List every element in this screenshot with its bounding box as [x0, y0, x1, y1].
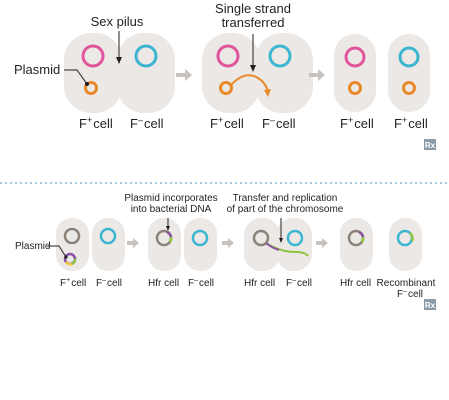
recombinant-label-2: F–cell	[397, 288, 423, 300]
chromosome-ring-pink	[216, 44, 240, 68]
plasmid-leader-dot	[64, 255, 68, 259]
f-plus-cell	[202, 33, 260, 113]
process-arrow	[309, 69, 325, 81]
process-arrow	[316, 238, 328, 248]
rx-badge-icon: Rx	[424, 139, 436, 150]
f-minus-cell	[117, 33, 175, 113]
cell-label: F+cell	[60, 277, 86, 289]
recombinant-label-1: Recombinant	[377, 278, 436, 289]
plasmid-leader-line	[64, 69, 88, 85]
plasmid-label: Plasmid	[15, 241, 51, 252]
integrated-plasmid-purple	[358, 230, 365, 238]
chromosome-ring-gray	[63, 227, 81, 245]
stageB-cells	[148, 218, 217, 271]
chromosome-ring-pink	[81, 44, 105, 68]
chromosome-ring-cyan	[268, 44, 292, 68]
process-arrow	[127, 238, 139, 248]
f-minus-cell	[255, 33, 313, 113]
svg-text:Rx: Rx	[425, 301, 436, 310]
integrated-plasmid-green	[360, 236, 365, 243]
incorporates-arrowhead	[166, 226, 170, 231]
plasmid-ring-orange	[348, 81, 362, 95]
stage3-cells	[334, 34, 430, 112]
chromosome-ring-cyan	[286, 229, 304, 247]
stageA-cells	[47, 218, 125, 271]
process-arrow	[176, 69, 192, 81]
chromosome-ring-pink	[344, 46, 366, 68]
cell-label: F+cell	[394, 115, 428, 131]
stage1-cell-pair	[64, 31, 175, 113]
integrated-plasmid-purple	[166, 230, 173, 238]
top-panel: Sex pilus Plasmid Single strand transfer…	[14, 1, 436, 150]
sex-pilus-bridge	[112, 65, 126, 79]
cell-label: Hfr cell	[340, 278, 371, 289]
sex-pilus-label: Sex pilus	[91, 14, 144, 29]
plasmid-ring-orange	[402, 81, 416, 95]
integrated-plasmid-green	[168, 236, 173, 243]
chromosome-ring-cyan	[398, 46, 420, 68]
svg-text:Rx: Rx	[425, 141, 436, 150]
cell-label: F–cell	[188, 277, 214, 289]
bottom-panel: Plasmid Plasmid incorporates into bacter…	[15, 193, 436, 310]
single-strand-arrowhead	[264, 89, 271, 97]
cell-label: F+cell	[79, 115, 113, 131]
sex-pilus-arrowhead	[116, 57, 122, 64]
cell-label: F–cell	[130, 115, 164, 131]
top-cell-labels: F+cell F–cell F+cell F–cell F+cell F+cel…	[79, 115, 428, 131]
recombined-segment-green	[409, 232, 414, 242]
stage2-cell-pair	[202, 33, 313, 113]
stageD-cells	[340, 218, 422, 271]
cell-label: F+cell	[210, 115, 244, 131]
plasmid-leader-line	[47, 245, 67, 258]
stageC-cell-pair	[244, 218, 312, 271]
plasmid-segment-green	[71, 258, 77, 266]
chromosome-ring-cyan	[134, 44, 158, 68]
chromosome-ring-cyan	[99, 227, 117, 245]
single-strand-label-1: Single strand	[215, 1, 291, 16]
plasmid-label: Plasmid	[14, 62, 60, 77]
cell-label: F–cell	[286, 277, 312, 289]
cell-label: Hfr cell	[244, 278, 275, 289]
incorporates-label-1: Plasmid incorporates	[124, 193, 217, 204]
plasmid-ring-orange	[219, 81, 233, 95]
cell-label: F–cell	[96, 277, 122, 289]
transfer-label-2: of part of the chromosome	[227, 204, 344, 215]
cell-label: Hfr cell	[148, 278, 179, 289]
chromosome-ring-gray	[252, 229, 270, 247]
transferred-strand-purple	[265, 242, 280, 251]
single-strand-label-2: transferred	[222, 15, 285, 30]
cell-label: F+cell	[340, 115, 374, 131]
f-plus-cell	[334, 34, 376, 112]
rx-badge-icon: Rx	[424, 299, 436, 310]
transfer-label-1: Transfer and replication	[233, 193, 338, 204]
cell-label: F–cell	[262, 115, 296, 131]
f-minus-cell	[92, 218, 125, 271]
plasmid-leader-dot	[85, 82, 89, 86]
f-plus-cell	[388, 34, 430, 112]
single-strand-leader-arrowhead	[250, 65, 256, 72]
f-plus-cell	[64, 33, 122, 113]
single-strand-transfer	[230, 74, 269, 93]
process-arrow	[222, 238, 234, 248]
bottom-cell-labels: F+cell F–cell Hfr cell F–cell Hfr cell F…	[60, 277, 436, 300]
plasmid-ring-orange	[84, 81, 98, 95]
incorporates-label-2: into bacterial DNA	[131, 204, 212, 215]
chromosome-ring-cyan	[191, 229, 209, 247]
plasmid-segment-yellow	[64, 261, 73, 266]
transfer-arrowhead	[279, 238, 283, 243]
